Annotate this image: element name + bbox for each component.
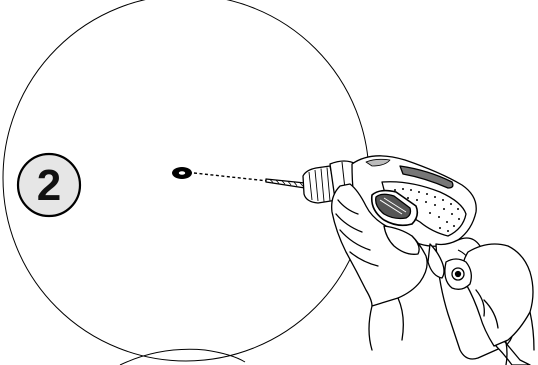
step-badge: 2 bbox=[18, 154, 80, 216]
hole-marker bbox=[172, 167, 192, 179]
step-number: 2 bbox=[37, 161, 61, 210]
